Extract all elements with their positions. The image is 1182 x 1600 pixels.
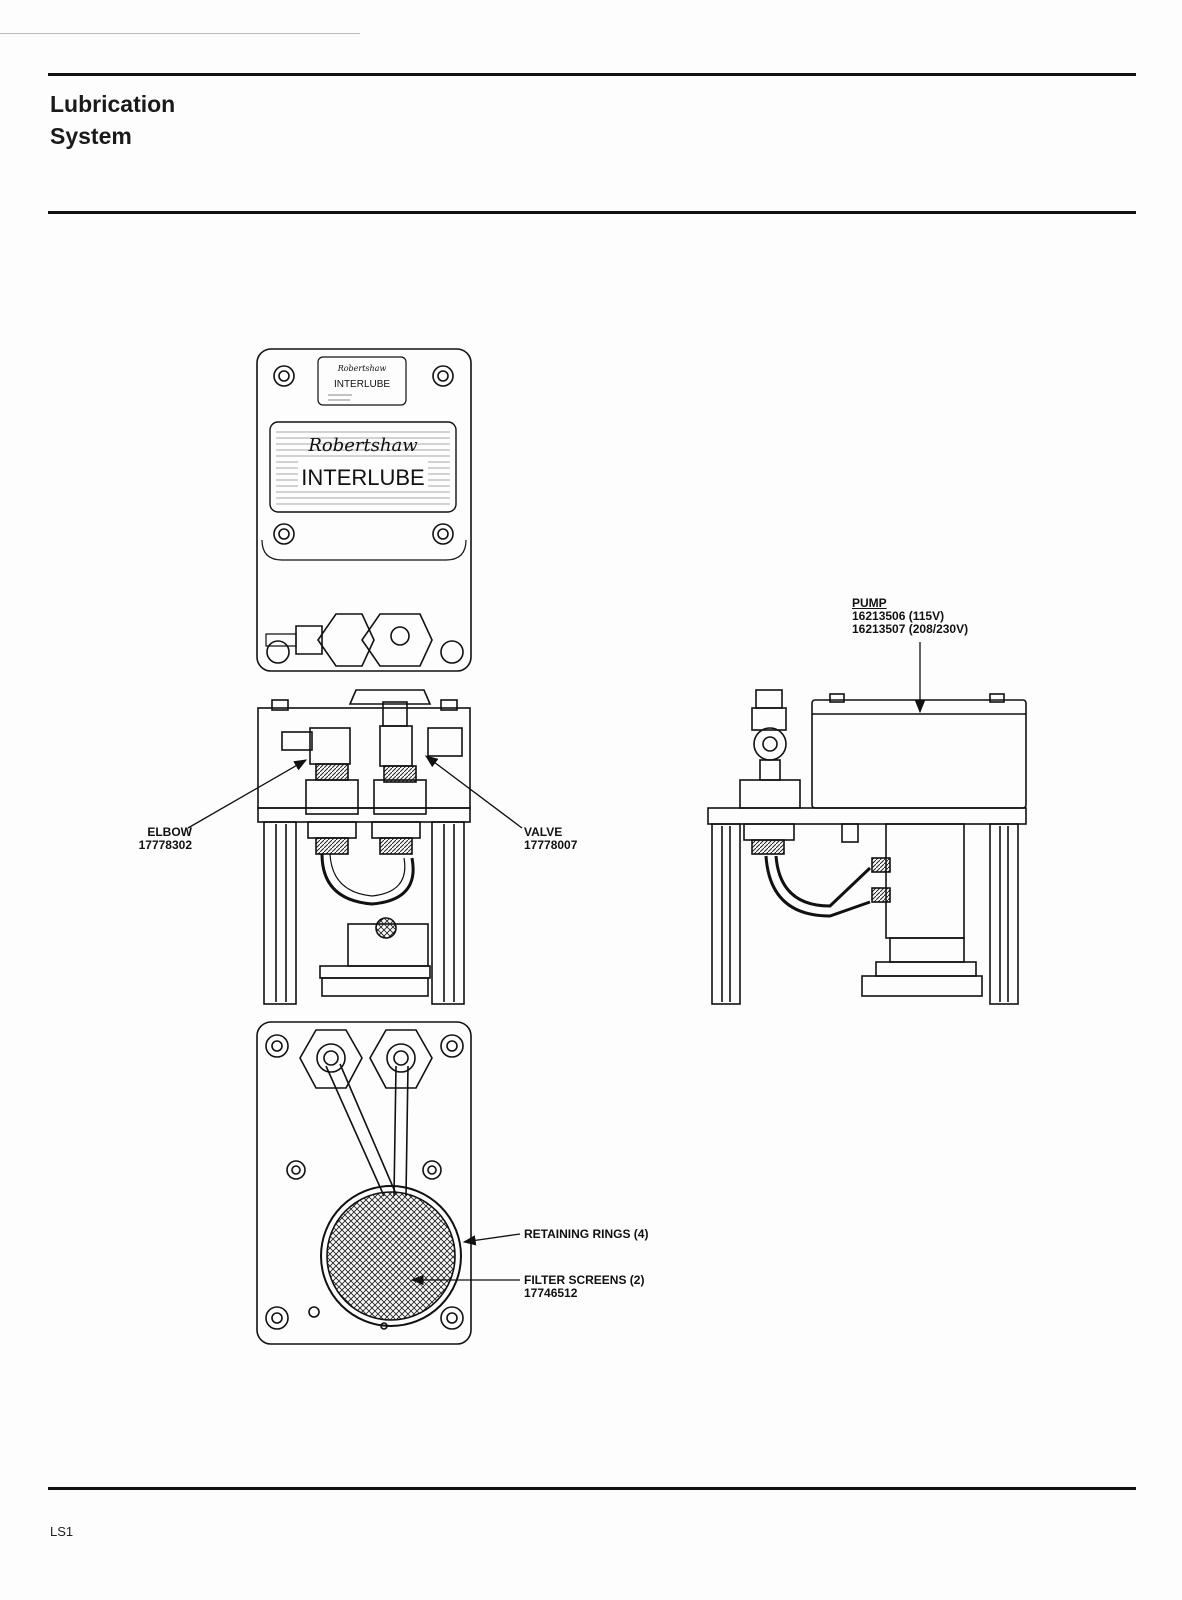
title-line-1: Lubrication bbox=[50, 91, 176, 117]
header-top-rule bbox=[48, 73, 1136, 76]
pump-front-view bbox=[257, 689, 471, 1005]
pump-part-number-208v: 16213507 (208/230V) bbox=[852, 622, 969, 636]
nameplate-text: Robertshaw INTERLUBE Robertshaw INTERLUB… bbox=[301, 364, 424, 490]
pump-side-view bbox=[707, 689, 1027, 1005]
nameplate-large-brand: Robertshaw bbox=[307, 435, 418, 456]
retaining-rings-callout: RETAINING RINGS (4) bbox=[524, 1228, 648, 1241]
nameplate-large-name: INTERLUBE bbox=[301, 465, 424, 490]
title-line-2: System bbox=[50, 123, 132, 149]
retaining-rings-label: RETAINING RINGS (4) bbox=[524, 1227, 649, 1241]
header-bottom-rule bbox=[48, 211, 1136, 214]
callout-leaders bbox=[187, 642, 926, 1286]
pump-callout: PUMP 16213506 (115V) 16213507 (208/230V) bbox=[852, 597, 968, 636]
filter-screens-part-number: 17746512 bbox=[524, 1286, 578, 1300]
retaining-rings-leader bbox=[462, 1233, 521, 1246]
elbow-leader bbox=[187, 759, 308, 829]
valve-leader bbox=[424, 755, 523, 829]
page-code: LS1 bbox=[50, 1524, 74, 1539]
filter-screens-callout: FILTER SCREENS (2) 17746512 bbox=[524, 1274, 644, 1300]
footer-rule bbox=[48, 1487, 1136, 1490]
elbow-label: ELBOW bbox=[147, 825, 192, 839]
elbow-part-number: 17778302 bbox=[138, 838, 192, 852]
nameplate-small-brand: Robertshaw bbox=[337, 364, 387, 373]
pump-top-view bbox=[256, 348, 472, 672]
pump-part-number-115v: 16213506 (115V) bbox=[852, 609, 945, 623]
pump-label: PUMP bbox=[852, 596, 887, 610]
valve-callout: VALVE 17778007 bbox=[524, 826, 577, 852]
top-faint-line bbox=[0, 33, 360, 34]
valve-label: VALVE bbox=[524, 825, 563, 839]
pump-bottom-view bbox=[256, 1021, 472, 1345]
nameplate-small-name: INTERLUBE bbox=[334, 379, 390, 390]
elbow-callout: ELBOW 17778302 bbox=[120, 826, 192, 852]
valve-part-number: 17778007 bbox=[524, 838, 578, 852]
filter-screens-label: FILTER SCREENS (2) bbox=[524, 1273, 645, 1287]
page-title: Lubrication System bbox=[50, 88, 175, 152]
